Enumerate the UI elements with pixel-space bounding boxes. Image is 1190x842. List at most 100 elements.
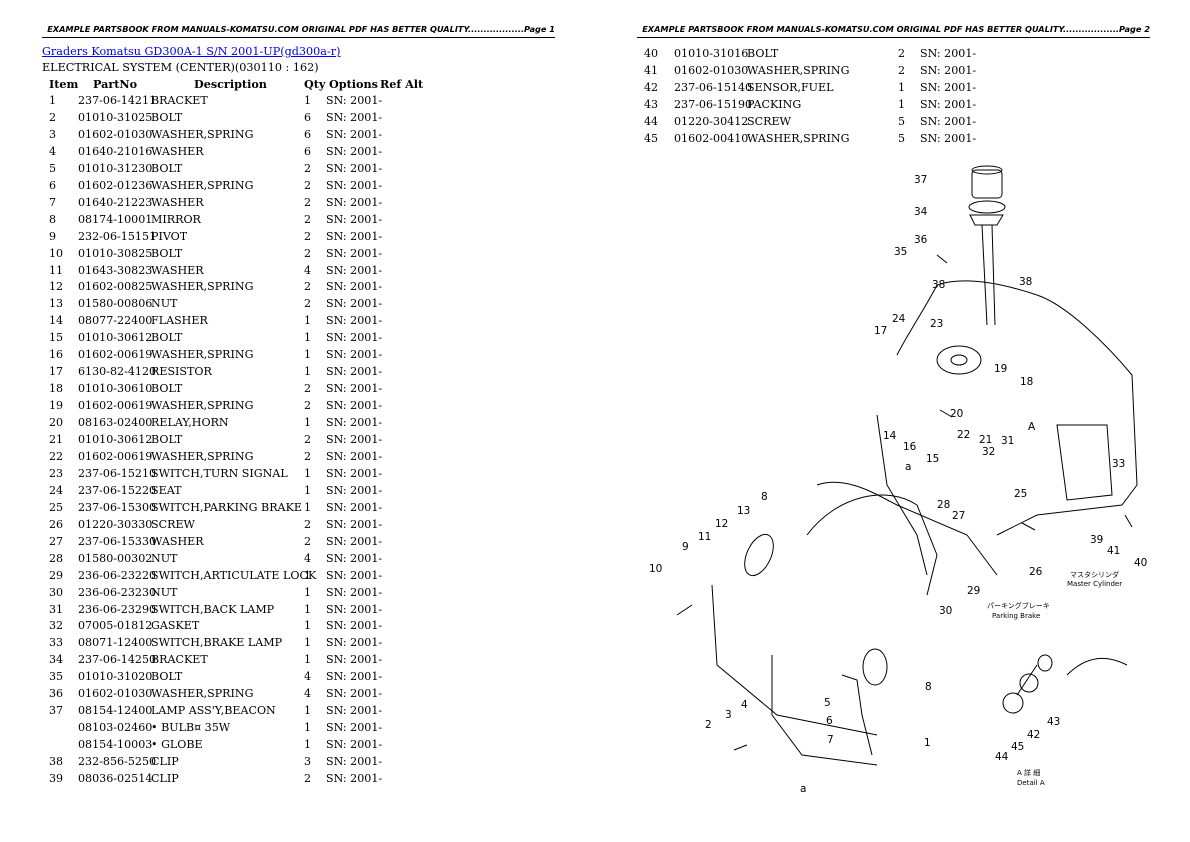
label-master-jp: マスタシリンダ: [1070, 570, 1119, 579]
cell-item: 6: [49, 178, 57, 192]
cell-description: BOLT: [151, 331, 183, 345]
cell-options: SN: 2001-: [326, 144, 383, 158]
cell-qty: 1: [898, 80, 906, 94]
label-detail-en: Detail A: [1017, 779, 1045, 787]
cell-partno: 07005-01812: [78, 619, 153, 633]
label-master-en: Master Cylinder: [1067, 580, 1122, 588]
cell-options: SN: 2001-: [920, 114, 977, 128]
cell-options: SN: 2001-: [326, 331, 383, 345]
cell-description: SCREW: [151, 517, 195, 531]
cell-description: BOLT: [747, 47, 779, 60]
cell-item: 32: [49, 619, 64, 633]
cell-qty: 2: [304, 178, 312, 192]
callout-8-lower: 8: [925, 681, 932, 693]
cell-qty: 2: [304, 246, 312, 260]
cell-item: 22: [49, 449, 64, 463]
cell-description: BRACKET: [151, 94, 208, 107]
cell-description: SWITCH,PARKING BRAKE: [151, 500, 302, 514]
cell-partno: 01602-00825: [78, 280, 153, 294]
cell-options: SN: 2001-: [326, 127, 383, 141]
callout-28: 28: [937, 499, 950, 511]
cell-item: 24: [49, 483, 64, 497]
cell-partno: 01010-31025: [78, 110, 153, 124]
cell-item: 38: [49, 755, 64, 769]
cell-qty: 2: [304, 534, 312, 548]
cell-partno: 236-06-23230: [78, 585, 157, 599]
callout-30: 30: [939, 605, 952, 617]
cell-partno: 01602-00410: [674, 131, 749, 145]
cell-description: WASHER,SPRING: [151, 348, 254, 362]
cell-options: SN: 2001-: [326, 314, 383, 328]
cell-options: SN: 2001-: [326, 704, 383, 718]
cell-partno: 237-06-15190: [674, 97, 753, 111]
callout-39: 39: [1090, 534, 1103, 546]
cell-qty: 1: [304, 636, 312, 650]
callout-8-upper: 8: [761, 491, 768, 503]
cell-options: SN: 2001-: [326, 551, 383, 565]
cell-partno: 232-856-5250: [78, 755, 157, 769]
cell-item: 28: [49, 551, 64, 565]
cell-qty: 6: [304, 110, 312, 124]
cell-partno: 236-06-23220: [78, 568, 157, 582]
cell-qty: 1: [304, 94, 312, 107]
cell-options: SN: 2001-: [326, 738, 383, 752]
cell-partno: 01602-01030: [674, 63, 749, 77]
cell-item: 16: [49, 348, 64, 362]
cell-options: SN: 2001-: [326, 416, 383, 430]
cell-partno: 08174-10001: [78, 212, 153, 226]
page-title: ELECTRICAL SYSTEM (CENTER)(030110 : 162): [42, 61, 319, 74]
cell-options: SN: 2001-: [326, 602, 383, 616]
cell-options: SN: 2001-: [920, 131, 977, 145]
callout-labels: 37 34 36 35 38 38 17 24 23 19 18 20 14 1…: [649, 174, 1147, 795]
header-rule-2: [637, 37, 1150, 38]
cell-partno: 01602-00619: [78, 399, 153, 413]
cell-qty: 4: [304, 670, 312, 684]
cell-options: SN: 2001-: [920, 97, 977, 111]
callout-38a: 38: [932, 279, 945, 291]
breadcrumb-link-graders[interactable]: Graders Komatsu: [42, 45, 141, 58]
cell-partno: 01010-30612: [78, 433, 153, 446]
cell-qty: 1: [304, 568, 312, 582]
cell-item: 3: [49, 127, 57, 141]
cell-options: SN: 2001-: [326, 280, 383, 294]
cell-qty: 2: [304, 517, 312, 531]
cell-description: SWITCH,TURN SIGNAL: [151, 466, 288, 480]
callout-41: 41: [1107, 545, 1120, 557]
cell-description: CLIP: [151, 772, 179, 785]
cell-qty: 1: [304, 331, 312, 345]
cell-options: SN: 2001-: [326, 636, 383, 650]
cell-qty: 4: [304, 263, 312, 277]
cell-options: SN: 2001-: [326, 500, 383, 514]
cell-partno: 01010-31016: [674, 47, 749, 60]
cell-description: SWITCH,ARTICULATE LOCK: [151, 568, 317, 582]
cell-item: 14: [49, 314, 64, 328]
cell-description: WASHER,SPRING: [151, 687, 254, 701]
cell-item: 10: [49, 246, 64, 260]
cell-item: 1: [49, 94, 57, 107]
cell-partno: 237-06-15210: [78, 466, 157, 480]
cell-description: LAMP ASS'Y,BEACON: [151, 704, 276, 718]
callout-42: 42: [1027, 729, 1040, 741]
cell-options: SN: 2001-: [326, 517, 383, 531]
cell-partno: 01220-30412: [674, 114, 749, 128]
cell-qty: 1: [304, 483, 312, 497]
cell-partno: 01640-21223: [78, 195, 153, 209]
callout-18: 18: [1020, 376, 1033, 388]
cell-options: SN: 2001-: [326, 534, 383, 548]
breadcrumb-link-model[interactable]: GD300A-1 S/N 2001-UP(gd300a-r): [144, 45, 341, 58]
cell-qty: 1: [898, 97, 906, 111]
beacon-lamp-shape: [971, 169, 1003, 199]
cell-item: 19: [49, 399, 64, 413]
cell-qty: 1: [304, 738, 312, 752]
cell-qty: 6: [304, 127, 312, 141]
cell-description: SCREW: [747, 114, 791, 128]
cell-item: 44: [644, 114, 659, 128]
cell-options: SN: 2001-: [326, 653, 383, 667]
cell-qty: 2: [304, 772, 312, 785]
cell-qty: 2: [304, 195, 312, 209]
cell-partno: 01640-21016: [78, 144, 153, 158]
cell-item: 20: [49, 416, 64, 430]
cell-options: SN: 2001-: [326, 772, 383, 785]
cell-options: SN: 2001-: [920, 63, 977, 77]
cell-item: 35: [49, 670, 64, 684]
